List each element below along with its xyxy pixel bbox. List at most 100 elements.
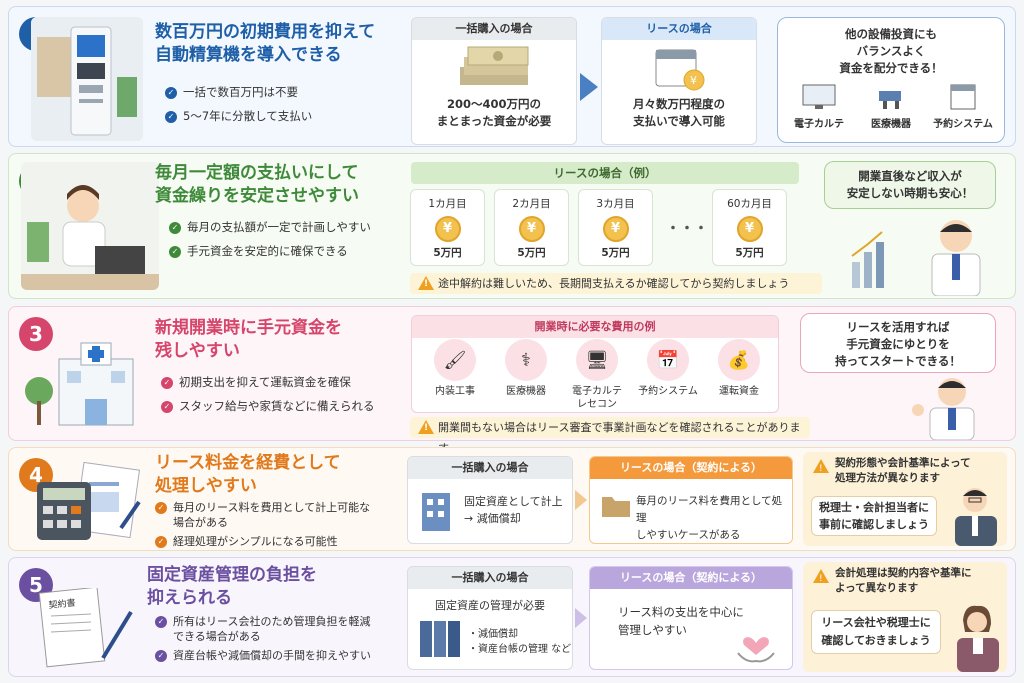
lease-text: 月々数万円程度の — [633, 97, 725, 111]
section-4: 4 リース料金を経費として 処理しやすい ✓毎月のリース料を費用として計上可能な… — [8, 447, 1016, 551]
yen-coin-icon: ¥ — [518, 216, 545, 242]
section-3-bullets: ✓初期支出を抑えて運転資金を確保 ✓スタッフ給与や家賃などに備えられる — [161, 375, 375, 423]
title-line: 残しやすい — [155, 341, 240, 361]
building-icon — [418, 487, 454, 535]
medical-equipment-icon: 医療機器 — [857, 81, 925, 133]
section-5: 5 契約書 固定資産管理の負担を 抑えられる ✓所有はリース会社のため管理負担を… — [8, 557, 1016, 677]
purchase-text: 固定資産として計上 — [464, 495, 563, 508]
check-icon: ✓ — [169, 245, 181, 258]
section-3-title: 新規開業時に手元資金を 残しやすい — [155, 317, 342, 363]
title-line: 固定資産管理の負担を — [147, 565, 317, 585]
title-line: 数百万円の初期費用を抑えて — [155, 22, 376, 42]
cost-item: 🖌内装工事 — [420, 339, 490, 398]
section-2-title: 毎月一定額の支払いにして 資金繰りを安定させやすい — [155, 162, 359, 208]
contract-label: 契約書 — [48, 597, 76, 612]
paint-roller-icon: 🖌 — [434, 339, 476, 381]
check-icon: ✓ — [165, 110, 177, 123]
bullet-item: ✓所有はリース会社のため管理負担を軽減できる場合がある — [155, 614, 371, 644]
warning-banner: !途中解約は難しいため、長期間支払えるか確認してから契約しましょう — [410, 273, 822, 294]
check-icon: ✓ — [155, 536, 167, 548]
purchase-text: → 減価償却 — [464, 512, 521, 525]
lease-text: 管理しやすい — [618, 623, 687, 637]
section-2-bullets: ✓毎月の支払額が一定で計画しやすい ✓手元資金を安定的に確保できる — [169, 220, 371, 268]
bullet-item: ✓毎月のリース料を費用として計上可能な場合がある — [155, 500, 370, 530]
calculator-document-illustration — [29, 462, 145, 542]
box-header: 一括購入の場合 — [408, 567, 572, 589]
callout-balance: 他の設備投資にも バランスよく 資金を配分できる！ 電子カルテ 医療機器 予約シ… — [777, 17, 1005, 143]
cost-item: ⚕医療機器 — [491, 339, 561, 398]
money-bag-icon: 💰 — [718, 339, 760, 381]
purchase-text: 固定資産の管理が必要 — [435, 599, 545, 612]
section-5-title: 固定資産管理の負担を 抑えられる — [147, 564, 317, 610]
accountant-icon — [943, 484, 1003, 550]
purchase-case-box: 一括購入の場合 200～400万円の まとまった資金が必要 — [411, 17, 577, 145]
lease-example-header: リースの場合（例） — [411, 162, 799, 184]
title-line: 新規開業時に手元資金を — [155, 318, 342, 338]
bullet-item: ✓毎月の支払額が一定で計画しやすい — [169, 220, 371, 235]
advice-bubble: リース会社や税理士に 確認しておきましょう — [811, 610, 941, 654]
bullet-item: ✓一括で数百万円は不要 — [165, 85, 312, 100]
check-icon: ✓ — [155, 650, 167, 662]
bullet-item: ✓経理処理がシンプルになる可能性 — [155, 534, 370, 549]
clinic-building-illustration — [23, 335, 141, 433]
emr-icon: 電子カルテ — [785, 81, 853, 133]
advice-bubble: 税理士・会計担当者に 事前に確認しましょう — [811, 496, 937, 536]
section-1: 1 数百万円の初期費用を抑えて 自動精算機を導入できる ✓一括で数百万円は不要 … — [8, 6, 1016, 147]
calendar-icon: 📅 — [647, 339, 689, 381]
check-icon: ✓ — [155, 502, 167, 514]
lease-case-box: リースの場合（契約による） 毎月のリース料を費用として処理 しやすいケースがある — [589, 456, 793, 544]
cost-item: 📅予約システム — [633, 339, 703, 398]
title-line: 自動精算機を導入できる — [155, 45, 342, 65]
woman-laptop-illustration — [21, 162, 159, 290]
section-5-bullets: ✓所有はリース会社のため管理負担を軽減できる場合がある ✓資産台帳や減価償却の手… — [155, 614, 371, 672]
svg-text:!: ! — [819, 574, 823, 583]
title-line: 処理しやすい — [155, 476, 257, 496]
box-header: リースの場合 — [602, 18, 756, 40]
note-text: 処理方法が異なります — [835, 472, 940, 484]
month-card: 1カ月目¥5万円 — [410, 189, 485, 266]
medical-device-icon: ⚕ — [505, 339, 547, 381]
ellipsis: ・・・ — [666, 221, 708, 237]
lease-case-box: リースの場合 ¥ 月々数万円程度の 支払いで導入可能 — [601, 17, 757, 145]
calendar-coin-icon: ¥ — [602, 40, 756, 96]
callout-cash: リースを活用すれば 手元資金にゆとりを 持ってスタートできる！ — [800, 313, 996, 373]
purchase-text: まとまった資金が必要 — [436, 114, 552, 128]
warning-icon: ! — [813, 568, 829, 587]
yen-coin-icon: ¥ — [434, 216, 461, 242]
purchase-case-box: 一括購入の場合 固定資産の管理が必要 ・減価償却 ・資産台帳の管理 など — [407, 566, 573, 670]
bullet-item: ✓スタッフ給与や家賃などに備えられる — [161, 399, 375, 414]
lease-text: 毎月のリース料を費用として処理 — [636, 495, 783, 524]
folder-icon — [600, 493, 632, 523]
contract-document-illustration: 契約書 — [33, 588, 143, 668]
cost-item: 💰運転資金 — [704, 339, 774, 398]
month-card: 2カ月目¥5万円 — [494, 189, 569, 266]
warning-icon — [418, 420, 434, 434]
lease-text: 支払いで導入可能 — [633, 114, 725, 128]
calendar-icon: 予約システム — [929, 81, 997, 133]
arrow-right-icon — [575, 490, 587, 510]
lease-case-box: リースの場合（契約による） リース料の支出を中心に 管理しやすい — [589, 566, 793, 670]
purchase-case-box: 一括購入の場合 固定資産として計上 → 減価償却 — [407, 456, 573, 544]
warning-banner: !開業間もない場合はリース審査で事業計画などを確認されることがあります — [410, 417, 810, 455]
check-icon: ✓ — [169, 221, 181, 234]
box-header: 一括購入の場合 — [408, 457, 572, 479]
callout-text: 資金を配分できる！ — [839, 61, 943, 75]
yen-coin-icon: ¥ — [736, 216, 763, 242]
note-text: 会計処理は契約内容や基準に — [835, 567, 972, 579]
title-line: 資金繰りを安定させやすい — [155, 186, 359, 206]
money-stack-icon — [412, 40, 576, 96]
cost-item: 🖥電子カルテレセコン — [562, 339, 632, 411]
lease-text: しやすいケースがある — [636, 529, 741, 541]
lease-text: リース料の支出を中心に — [618, 605, 744, 619]
arrow-right-icon — [575, 608, 587, 628]
bullet-item: ✓5～7年に分散して支払い — [165, 109, 312, 124]
binders-icon — [418, 619, 462, 663]
box-header: 一括購入の場合 — [412, 18, 576, 40]
note-text: 契約形態や会計基準によって — [835, 457, 971, 469]
purchase-item: ・資産台帳の管理 など — [468, 644, 572, 655]
callout-text: バランスよく — [856, 44, 926, 58]
purchase-text: 200～400万円の — [446, 97, 541, 111]
box-header: リースの場合（契約による） — [590, 567, 792, 589]
month-card: 60カ月目¥5万円 — [712, 189, 787, 266]
svg-text:¥: ¥ — [690, 74, 697, 87]
